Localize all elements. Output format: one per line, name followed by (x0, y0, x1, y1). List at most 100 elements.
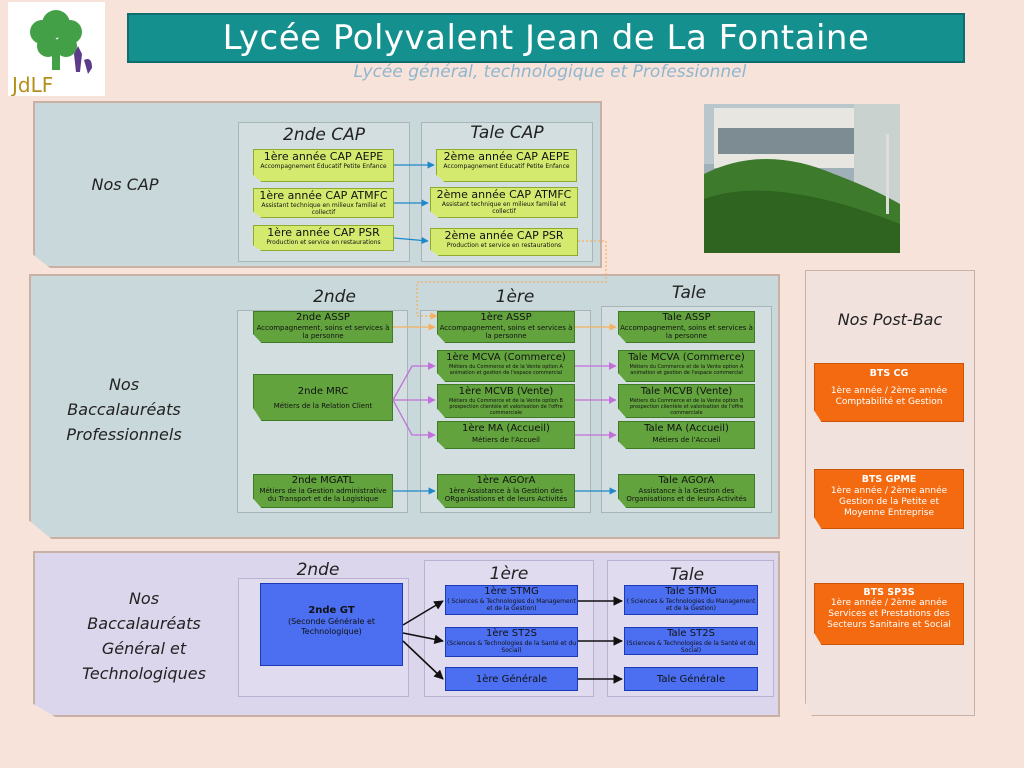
bacpro-2nde-mrc-sub: Métiers de la Relation Client (273, 402, 373, 410)
bts-gpme-line2: Gestion de la Petite et (839, 497, 939, 507)
page-subtitle: Lycée général, technologique et Professi… (353, 62, 747, 82)
bts-cg-box[interactable]: BTS CG 1ère année / 2ème année Comptabil… (814, 363, 964, 422)
bacpro-label-line1: Nos (108, 375, 140, 394)
gt-tale-st2s-box[interactable]: Tale ST2S (Sciences & Technologies de la… (624, 627, 758, 655)
school-logo: JdLF (8, 2, 105, 97)
bacpro-1ere-assp-box[interactable]: 1ère ASSP Accompagnement, soins et servi… (437, 311, 575, 343)
cap-atmfc-2-box[interactable]: 2ème année CAP ATMFC Assistant technique… (430, 187, 578, 218)
gt-label-line4: Technologiques (82, 664, 206, 683)
bacpro-label-line3: Professionnels (66, 425, 182, 444)
bacpro-2nde-mgatl-sub: Métiers de la Gestion administrative du … (259, 487, 387, 503)
cap-atmfc-1-sub: Assistant technique en milieux familial … (261, 202, 386, 216)
bacpro-tale-mcvb-sub: Métiers du Commerce et de la Vente optio… (629, 398, 744, 416)
cap-psr-1-title: 1ère année CAP PSR (267, 226, 380, 239)
cap-aepe-1-sub: Accompagnement Educatif Petite Enfance (260, 163, 387, 170)
bacpro-2nde-mgatl-title: 2nde MGATL (291, 475, 355, 486)
cap-atmfc-2-title: 2ème année CAP ATMFC (436, 188, 572, 201)
bacpro-label-line2: Baccalauréats (67, 400, 181, 419)
bts-sp3s-line1: 1ère année / 2ème année (830, 598, 948, 608)
bacpro-tale-assp-title: Tale ASSP (662, 312, 711, 323)
arrow-gt-stmg (402, 600, 444, 626)
gt-1ere-stmg-box[interactable]: 1ère STMG ( Sciences & Technologies du M… (445, 585, 578, 615)
bts-gpme-title: BTS GPME (861, 474, 917, 485)
bacpro-col-1ere-title: 1ère (495, 287, 535, 307)
gt-section-label: Nos Baccalauréats Général et Technologiq… (64, 586, 224, 686)
page-title: Lycée Polyvalent Jean de La Fontaine (222, 18, 870, 58)
bacpro-1ere-mcvb-box[interactable]: 1ère MCVB (Vente) Métiers du Commerce et… (437, 384, 575, 418)
bacpro-1ere-mcva-sub: Métiers du Commerce et de la Vente optio… (449, 364, 563, 376)
bts-gpme-box[interactable]: BTS GPME 1ère année / 2ème année Gestion… (814, 469, 964, 529)
bacpro-section-label: Nos Baccalauréats Professionnels (44, 372, 204, 447)
arrow-mrc-mcva (392, 362, 436, 401)
arrow-gt-st2s (402, 632, 444, 645)
cap-aepe-2-box[interactable]: 2ème année CAP AEPE Accompagnement Educa… (436, 149, 577, 182)
bacpro-tale-assp-sub: Accompagnement, soins et services à la p… (620, 324, 753, 340)
cap-aepe-1-title: 1ère année CAP AEPE (263, 150, 384, 163)
gt-label-line2: Baccalauréats (87, 614, 201, 633)
bacpro-2nde-mrc-box[interactable]: 2nde MRC Métiers de la Relation Client (253, 374, 393, 421)
cap-psr-2-sub: Production et service en restaurations (446, 242, 562, 249)
cap-aepe-2-title: 2ème année CAP AEPE (443, 150, 570, 163)
gt-2nde-sub: (Seconde Générale et Technologique) (287, 617, 376, 636)
bacpro-1ere-assp-sub: Accompagnement, soins et services à la p… (439, 324, 573, 340)
bacpro-tale-agora-box[interactable]: Tale AGOrA Assistance à la Gestion des O… (618, 474, 755, 508)
bacpro-2nde-mrc-title: 2nde MRC (297, 386, 349, 397)
bacpro-col-2nde-title: 2nde (313, 287, 356, 307)
cap-psr-2-title: 2ème année CAP PSR (444, 229, 564, 242)
cap-col-2nde-title: 2nde CAP (283, 125, 365, 145)
bacpro-tale-mcva-sub: Métiers du Commerce et de la Vente optio… (629, 364, 744, 376)
bts-sp3s-title: BTS SP3S (863, 587, 915, 598)
gt-tale-st2s-title: Tale ST2S (667, 628, 715, 639)
cap-atmfc-1-title: 1ère année CAP ATMFC (259, 189, 388, 202)
bacpro-1ere-agora-box[interactable]: 1ère AGOrA 1ère Assistance à la Gestion … (437, 474, 575, 508)
bacpro-tale-ma-box[interactable]: Tale MA (Accueil) Métiers de l'Accueil (618, 421, 755, 449)
bacpro-2nde-mgatl-box[interactable]: 2nde MGATL Métiers de la Gestion adminis… (253, 474, 393, 508)
cap-aepe-1-box[interactable]: 1ère année CAP AEPE Accompagnement Educa… (253, 149, 394, 182)
gt-1ere-generale-box[interactable]: 1ère Générale (445, 667, 578, 691)
gt-1ere-st2s-title: 1ère ST2S (486, 628, 537, 639)
arrow-mrc-ma (392, 399, 436, 439)
bacpro-2nde-assp-box[interactable]: 2nde ASSP Accompagnement, soins et servi… (253, 311, 393, 343)
arrow-gt-generale (402, 640, 444, 680)
bts-cg-line1: 1ère année / 2ème année (830, 386, 948, 396)
bts-gpme-line1: 1ère année / 2ème année (830, 486, 948, 496)
bacpro-tale-assp-box[interactable]: Tale ASSP Accompagnement, soins et servi… (618, 311, 755, 343)
gt-tale-generale-box[interactable]: Tale Générale (624, 667, 758, 691)
bacpro-tale-mcvb-title: Tale MCVB (Vente) (640, 386, 733, 397)
gt-tale-generale-title: Tale Générale (656, 674, 726, 685)
bacpro-col-tale-title: Tale (671, 283, 707, 303)
gt-label-line3: Général et (101, 639, 187, 658)
cap-atmfc-1-box[interactable]: 1ère année CAP ATMFC Assistant technique… (253, 188, 394, 218)
bacpro-1ere-ma-box[interactable]: 1ère MA (Accueil) Métiers de l'Accueil (437, 421, 575, 449)
gt-1ere-stmg-sub: ( Sciences & Technologies du Management … (447, 598, 576, 612)
gt-2nde-box[interactable]: 2nde GT (Seconde Générale et Technologiq… (260, 583, 403, 666)
gt-tale-stmg-title: Tale STMG (665, 586, 717, 597)
bts-sp3s-box[interactable]: BTS SP3S 1ère année / 2ème année Service… (814, 583, 964, 645)
bacpro-2nde-assp-sub: Accompagnement, soins et services à la p… (256, 324, 390, 340)
gt-tale-stmg-box[interactable]: Tale STMG ( Sciences & Technologies du M… (624, 585, 758, 615)
bacpro-tale-mcva-title: Tale MCVA (Commerce) (628, 352, 745, 363)
bacpro-tale-mcva-box[interactable]: Tale MCVA (Commerce) Métiers du Commerce… (618, 350, 755, 382)
bacpro-1ere-mcvb-title: 1ère MCVB (Vente) (458, 386, 554, 397)
arrow-cap-psr (393, 236, 429, 245)
title-banner (127, 13, 965, 63)
gt-1ere-st2s-box[interactable]: 1ère ST2S (Sciences & Technologies de la… (445, 627, 578, 657)
bacpro-1ere-assp-title: 1ère ASSP (480, 312, 532, 323)
gt-1ere-st2s-sub: (Sciences & Technologies de la Santé et … (446, 640, 577, 654)
gt-2nde-title: 2nde GT (308, 605, 355, 616)
arrow-cap-to-bacpro (416, 240, 607, 320)
cap-aepe-2-sub: Accompagnement Educatif Petite Enfance (443, 163, 570, 170)
bts-cg-line2: Comptabilité et Gestion (835, 397, 943, 407)
cap-psr-1-box[interactable]: 1ère année CAP PSR Production et service… (253, 225, 394, 251)
bacpro-1ere-ma-sub: Métiers de l'Accueil (472, 436, 540, 444)
gt-label-line1: Nos (128, 589, 160, 608)
gt-col-2nde-title: 2nde (296, 560, 340, 580)
bacpro-1ere-mcva-box[interactable]: 1ère MCVA (Commerce) Métiers du Commerce… (437, 350, 575, 382)
gt-1ere-stmg-title: 1ère STMG (484, 586, 539, 597)
school-photo (704, 104, 900, 253)
cap-col-tale-title: Tale CAP (470, 123, 544, 143)
cap-psr-2-box[interactable]: 2ème année CAP PSR Production et service… (430, 228, 578, 256)
bacpro-tale-mcvb-box[interactable]: Tale MCVB (Vente) Métiers du Commerce et… (618, 384, 755, 418)
bts-cg-title: BTS CG (869, 368, 909, 379)
